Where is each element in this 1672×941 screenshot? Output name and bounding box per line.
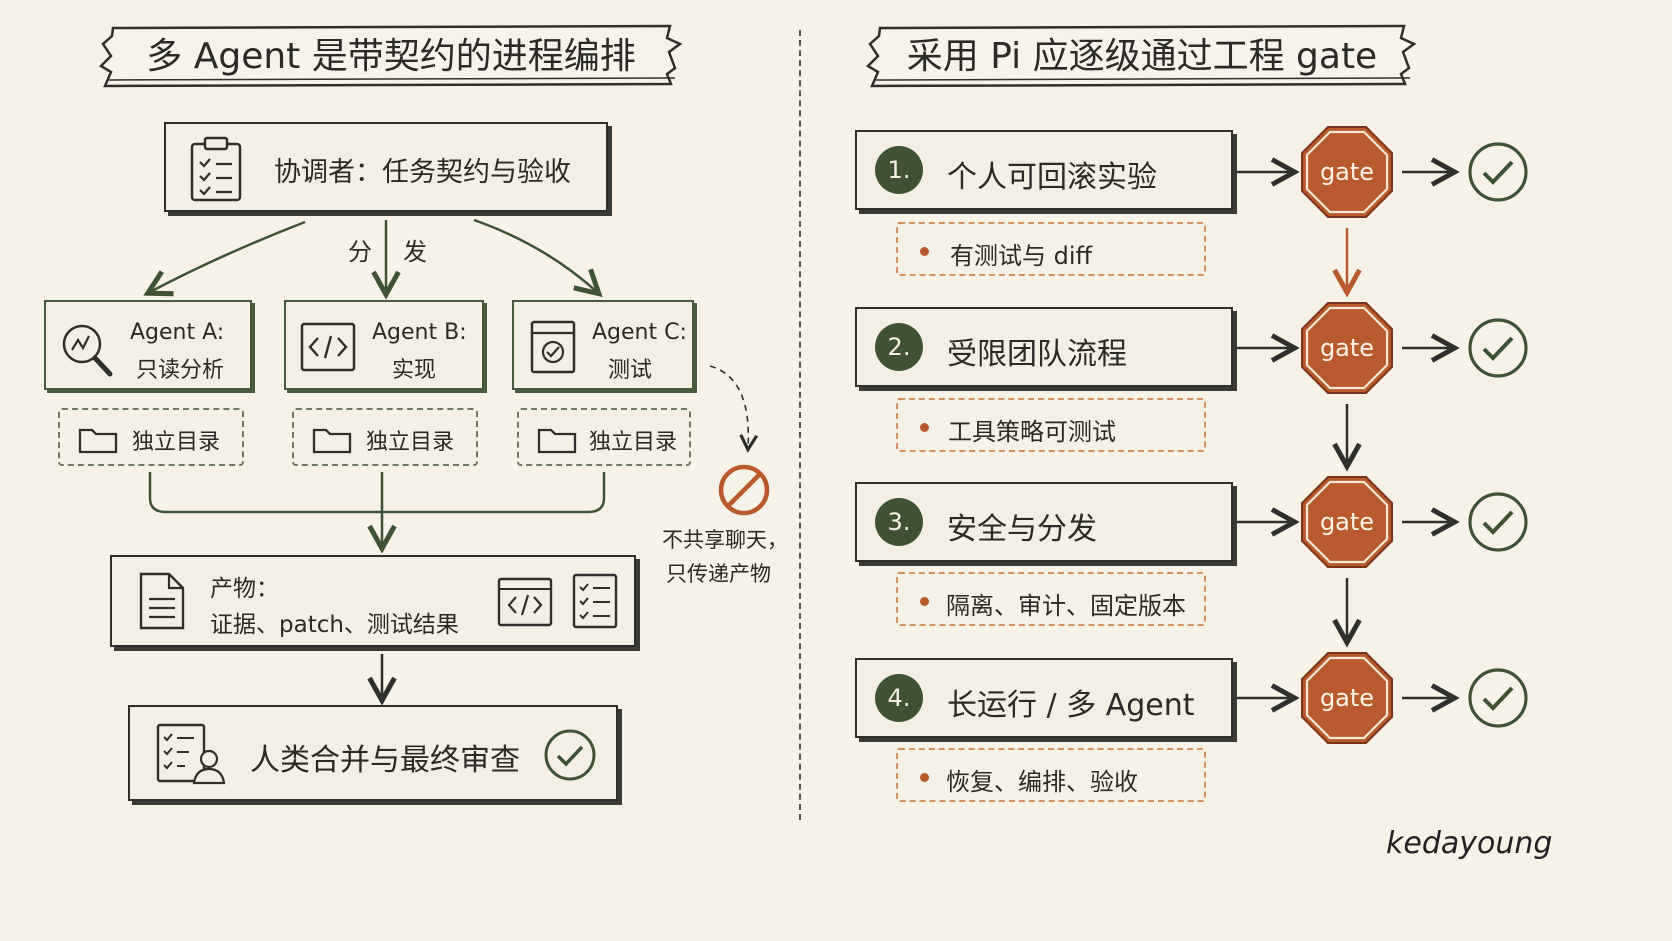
checklist-person-icon [156, 723, 226, 785]
artifacts-line2: 证据、patch、测试结果 [210, 612, 459, 638]
coordinator-box: 协调者：任务契约与验收 [164, 122, 608, 212]
right-banner: 采用 Pi 应逐级通过工程 gate [862, 22, 1422, 90]
document-icon [139, 572, 185, 630]
check-circle-icon [544, 729, 596, 781]
step-4-label: 长运行 / 多 Agent [947, 688, 1195, 723]
code-icon [300, 322, 356, 372]
gate-3-label: gate [1319, 508, 1375, 536]
bullet-dot [920, 247, 929, 256]
step-3-number: 3. [875, 498, 923, 546]
checklist-icon [572, 573, 618, 629]
step-2-note: 工具策略可测试 [896, 398, 1206, 452]
step-4-note-label: 恢复、编排、验收 [946, 768, 1138, 796]
stop-sign-icon [1301, 652, 1393, 744]
code-icon [497, 577, 553, 627]
dispatch-label-1: 分 [348, 238, 372, 266]
agent-b-dir-label: 独立目录 [366, 430, 455, 455]
banner-ribbon [865, 24, 1417, 88]
agent-a-title: Agent A: [130, 320, 225, 345]
step-4-box: 4. 长运行 / 多 Agent [855, 658, 1233, 738]
step-2-number: 2. [875, 323, 923, 371]
folder-icon [312, 428, 352, 454]
divider [799, 30, 801, 820]
gate-2-label: gate [1319, 334, 1375, 362]
artifacts-box: 产物： 证据、patch、测试结果 [110, 555, 636, 647]
bullet-dot [920, 597, 929, 606]
agent-b-title: Agent B: [372, 320, 467, 345]
test-check-icon [530, 320, 576, 374]
check-circle-icon [1468, 318, 1528, 378]
step-3-label: 安全与分发 [947, 512, 1097, 547]
coordinator-label: 协调者：任务契约与验收 [274, 157, 571, 188]
gate-3: gate [1300, 475, 1394, 569]
folder-icon [537, 428, 577, 454]
agent-b-dir: 独立目录 [292, 408, 478, 466]
left-title: 多 Agent 是带契约的进程编排 [146, 36, 636, 77]
agent-c-dir-label: 独立目录 [589, 430, 678, 455]
gate-2: gate [1300, 301, 1394, 395]
check-circle-icon [1468, 142, 1528, 202]
gate-4-label: gate [1319, 684, 1375, 712]
bullet-dot [920, 773, 929, 782]
step-4-number: 4. [875, 674, 923, 722]
step-3-box: 3. 安全与分发 [855, 482, 1233, 562]
step-1-label: 个人可回滚实验 [947, 160, 1157, 195]
agent-c-box: Agent C: 测试 [512, 300, 694, 390]
no-entry-icon [718, 464, 770, 516]
stop-sign-icon [1301, 302, 1393, 394]
dispatch-label-2: 发 [403, 238, 427, 266]
no-share-line2: 只传递产物 [666, 562, 771, 586]
gate-1: gate [1300, 125, 1394, 219]
agent-b-role: 实现 [392, 358, 437, 383]
bullet-dot [920, 423, 929, 432]
step-1-note-label: 有测试与 diff [950, 242, 1093, 270]
step-3-note-label: 隔离、审计、固定版本 [946, 592, 1186, 620]
agent-c-dir: 独立目录 [517, 408, 691, 466]
agent-b-box: Agent B: 实现 [284, 300, 484, 390]
left-banner: 多 Agent 是带契约的进程编排 [95, 22, 687, 90]
right-title: 采用 Pi 应逐级通过工程 gate [906, 36, 1378, 77]
step-3-note: 隔离、审计、固定版本 [896, 572, 1206, 626]
step-2-box: 2. 受限团队流程 [855, 307, 1233, 387]
stop-sign-icon [1301, 476, 1393, 568]
folder-icon [78, 428, 118, 454]
agent-a-dir-label: 独立目录 [132, 430, 221, 455]
final-review-box: 人类合并与最终审查 [128, 705, 618, 801]
final-review-label: 人类合并与最终审查 [250, 743, 520, 778]
artifacts-line1: 产物： [210, 576, 279, 602]
banner-ribbon [98, 24, 683, 88]
agent-c-role: 测试 [608, 358, 653, 383]
step-2-label: 受限团队流程 [947, 337, 1127, 372]
step-4-note: 恢复、编排、验收 [896, 748, 1206, 802]
step-1-note: 有测试与 diff [896, 222, 1206, 276]
magnifier-chart-icon [62, 324, 113, 377]
signature: kedayoung [1386, 826, 1553, 861]
agent-a-box: Agent A: 只读分析 [44, 300, 252, 390]
gate-1-label: gate [1319, 158, 1375, 186]
agent-c-title: Agent C: [592, 320, 687, 345]
left-arrows [0, 218, 760, 941]
agent-a-dir: 独立目录 [58, 408, 244, 466]
step-1-number: 1. [875, 146, 923, 194]
no-share-line1: 不共享聊天， [662, 528, 788, 552]
clipboard-icon [190, 136, 242, 202]
check-circle-icon [1468, 668, 1528, 728]
gate-4: gate [1300, 651, 1394, 745]
agent-a-role: 只读分析 [136, 358, 225, 383]
stop-sign-icon [1301, 126, 1393, 218]
step-2-note-label: 工具策略可测试 [948, 418, 1116, 446]
step-1-box: 1. 个人可回滚实验 [855, 130, 1233, 210]
check-circle-icon [1468, 492, 1528, 552]
